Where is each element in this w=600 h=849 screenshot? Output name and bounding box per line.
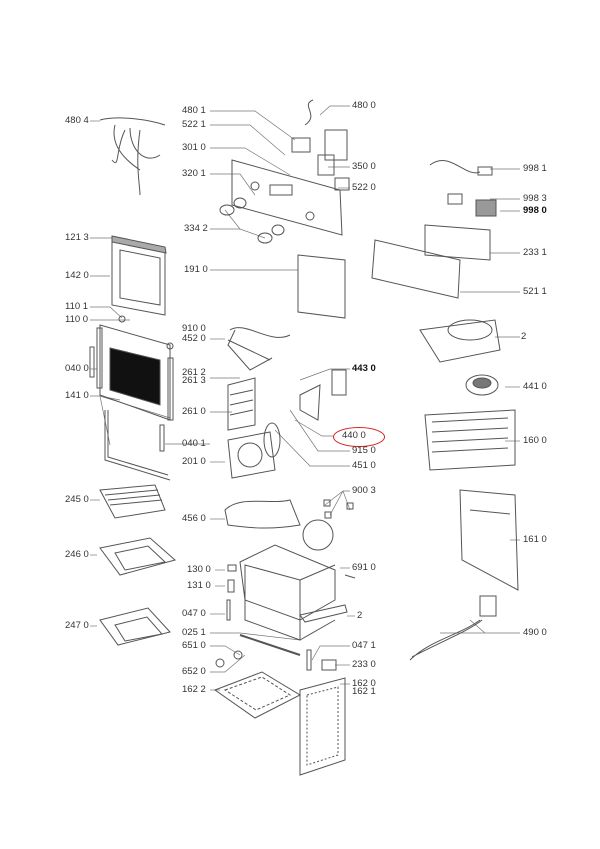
part-label: 2 [521, 331, 527, 342]
part-label: 998 3 [523, 193, 547, 204]
part-label: 110 0 [65, 314, 89, 325]
part-label: 245 0 [65, 494, 89, 505]
control-panel [219, 99, 350, 244]
part-label: 162 2 [182, 684, 206, 695]
part-label: 247 0 [65, 620, 89, 631]
part-label: 480 1 [182, 105, 206, 116]
part-label: 131 0 [187, 580, 211, 591]
part-label: 652 0 [182, 666, 206, 677]
highlight-circle [333, 427, 385, 447]
part-label: 998 0 [523, 205, 547, 216]
part-label: 130 0 [187, 564, 211, 575]
part-label: 320 1 [182, 168, 206, 179]
part-label: 110 1 [65, 301, 89, 312]
part-label: 040 1 [182, 438, 206, 449]
part-label: 301 0 [182, 142, 206, 153]
part-label: 480 0 [352, 100, 376, 111]
part-label: 233 0 [352, 659, 376, 670]
door-assembly [89, 235, 174, 481]
right-electronics [371, 160, 519, 661]
part-label: 246 0 [65, 549, 89, 560]
part-label: 261 2 [182, 367, 206, 378]
part-label: 451 0 [352, 460, 376, 471]
part-label: 142 0 [65, 270, 89, 281]
part-label: 191 0 [184, 264, 208, 275]
part-label: 480 4 [65, 115, 89, 126]
part-label: 334 2 [184, 223, 208, 234]
part-label: 443 0 [352, 363, 376, 374]
part-label: 160 0 [523, 435, 547, 446]
part-label: 452 0 [182, 333, 206, 344]
part-label: 233 1 [523, 247, 547, 258]
part-label: 900 3 [352, 485, 376, 496]
highlighted-part-label: 440 0 [342, 430, 366, 441]
trays-and-racks [99, 484, 177, 646]
part-label: 047 1 [352, 640, 376, 651]
part-label: 350 0 [352, 161, 376, 172]
wiring-harness [99, 117, 166, 196]
part-label: 261 0 [182, 406, 206, 417]
part-label: 2 [357, 610, 363, 621]
part-label: 910 0 [182, 323, 206, 334]
part-label: 141 0 [65, 390, 89, 401]
leader-lines [90, 105, 520, 691]
part-label: 162 0 [352, 678, 376, 689]
part-label: 691 0 [352, 562, 376, 573]
oven-internals [224, 254, 354, 551]
part-label: 201 0 [182, 456, 206, 467]
part-label: 915 0 [352, 445, 376, 456]
part-label: 025 1 [182, 627, 206, 638]
part-label: 162 1 [352, 686, 376, 697]
part-label: 651 0 [182, 640, 206, 651]
part-label: 161 0 [523, 534, 547, 545]
oven-cavity [213, 544, 356, 776]
part-label: 047 0 [182, 608, 206, 619]
part-label: 521 1 [523, 286, 547, 297]
part-label: 261 3 [182, 375, 206, 386]
part-label: 522 1 [182, 119, 206, 130]
part-label: 456 0 [182, 513, 206, 524]
part-label: 121 3 [65, 232, 89, 243]
part-label: 441 0 [523, 381, 547, 392]
part-label: 998 1 [523, 163, 547, 174]
part-label: 522 0 [352, 182, 376, 193]
part-label: 490 0 [523, 627, 547, 638]
part-label: 040 0 [65, 363, 89, 374]
